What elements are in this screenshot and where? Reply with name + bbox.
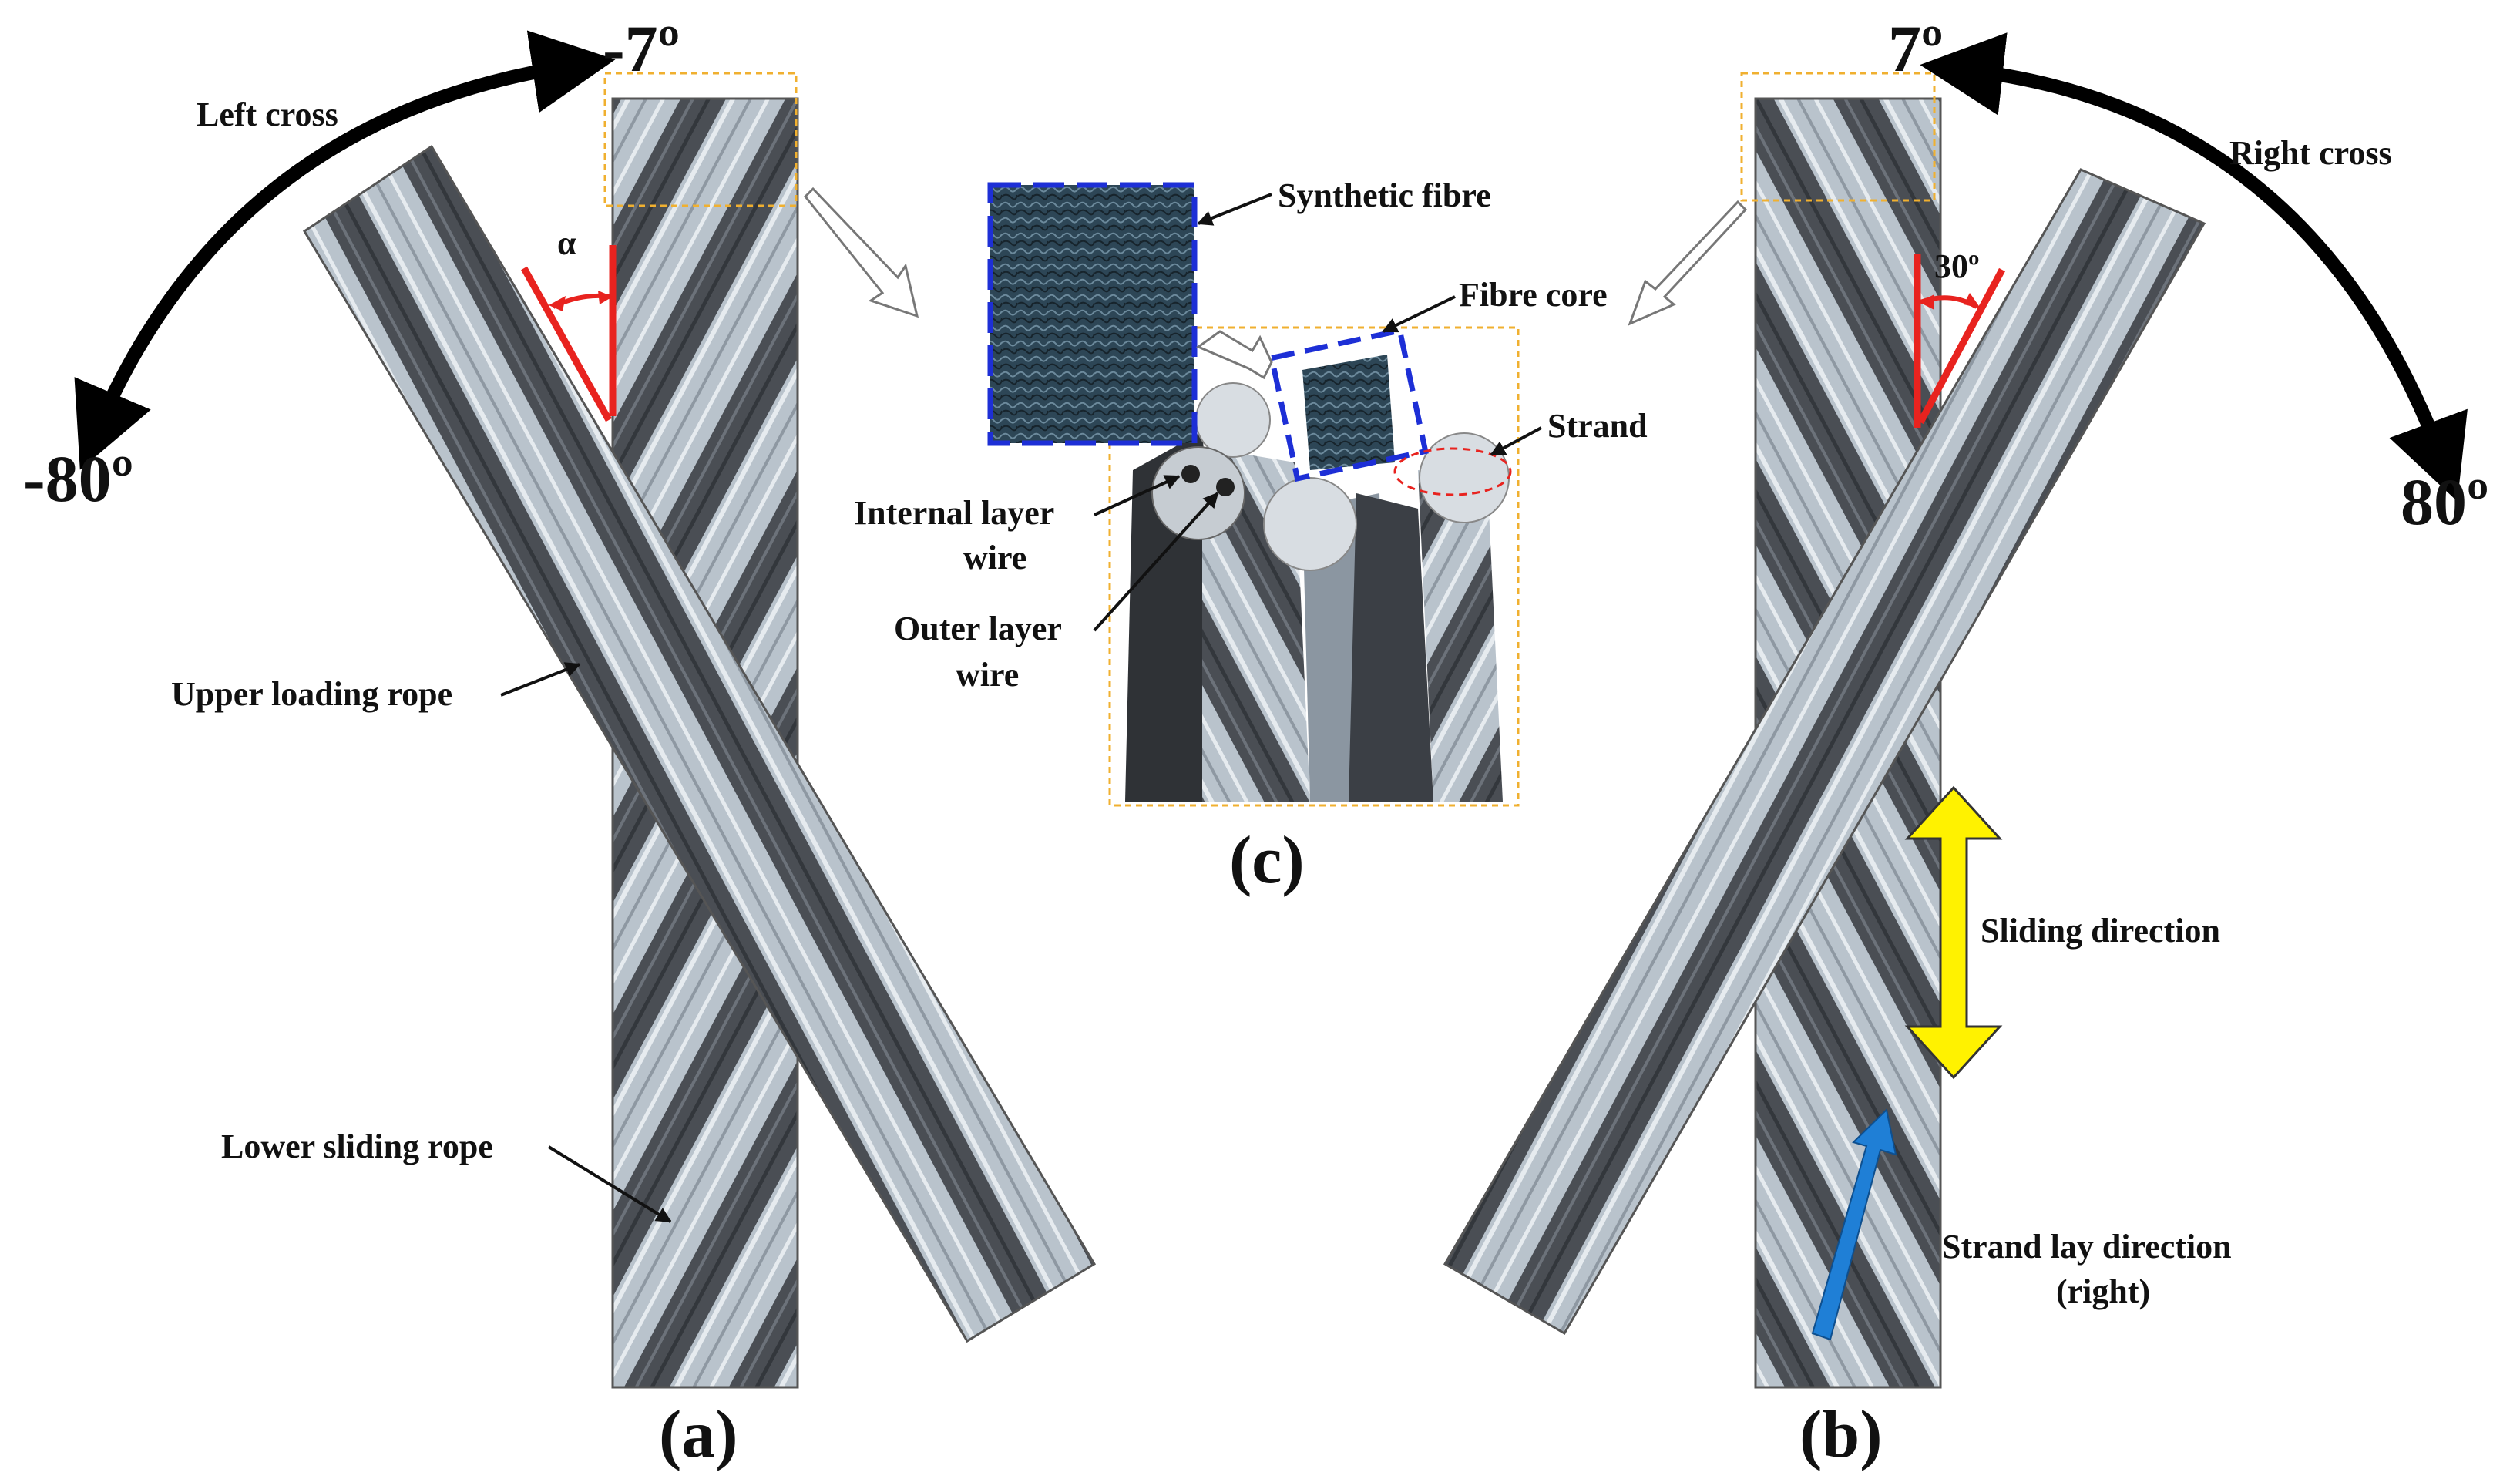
core-to-photo-arrow xyxy=(1195,330,1273,380)
outer-layer-leader xyxy=(1093,492,1219,632)
angle-left-a: -80º xyxy=(23,442,133,516)
internal-layer-wire-label: wire xyxy=(963,539,1026,576)
outer-layer-wire-label: wire xyxy=(956,656,1019,694)
zoom-arrow-b xyxy=(1628,200,1748,326)
fibre-core-box xyxy=(1268,327,1429,482)
rope-cross-section-frame xyxy=(1108,326,1520,807)
fibre-core-label: Fibre core xyxy=(1459,276,1608,314)
synthetic-fibre-box xyxy=(987,182,1198,446)
synthetic-fibre-label: Synthetic fibre xyxy=(1278,176,1491,214)
internal-layer-label: Internal layer xyxy=(854,494,1054,532)
lay-direction-label: Strand lay direction xyxy=(1942,1228,2232,1266)
sliding-direction-label: Sliding direction xyxy=(1981,912,2220,950)
strand-label: Strand xyxy=(1547,407,1648,445)
lower-rope-label: Lower sliding rope xyxy=(221,1128,493,1165)
fibre-core-block xyxy=(1302,355,1395,470)
zoom-arrow-a xyxy=(803,187,919,318)
sliding-direction-arrow xyxy=(1904,785,2003,1080)
panel-a: α -7º -80º Left cross Upper loading rope… xyxy=(23,12,1097,1472)
angle-30-label: 30º xyxy=(1934,247,1980,285)
strand-ends xyxy=(1151,382,1510,571)
synthetic-fibre-leader xyxy=(1197,193,1272,226)
right-cross-curved-arrow xyxy=(1920,32,2468,502)
left-cross-label: Left cross xyxy=(197,96,338,133)
panel-b-label: (b) xyxy=(1799,1397,1883,1472)
panel-a-label: (a) xyxy=(659,1397,738,1472)
panel-b: 30º 7º 80º Right cross Sliding direction… xyxy=(1443,12,2488,1472)
right-cross-label: Right cross xyxy=(2229,134,2392,172)
lower-rope-leader xyxy=(547,1145,672,1223)
rope-cross-section xyxy=(1125,355,1510,802)
angle-right-b: 80º xyxy=(2401,465,2488,539)
strand-leader xyxy=(1490,426,1542,456)
strand-lay-arrow xyxy=(1811,1108,1897,1341)
panel-c: Synthetic fibre Fibre core Strand Intern… xyxy=(854,176,1648,898)
lay-direction-sub-label: (right) xyxy=(2056,1272,2150,1310)
left-cross-curved-arrow xyxy=(74,30,616,470)
angle-top-b: 7º xyxy=(1888,12,1943,86)
synthetic-fibre-photo xyxy=(990,185,1194,443)
upper-rope-leader xyxy=(500,662,581,697)
fibre-core-leader xyxy=(1382,295,1456,333)
outer-layer-label: Outer layer xyxy=(894,610,1062,647)
strand-highlight xyxy=(1393,447,1512,496)
alpha-label: α xyxy=(557,224,576,262)
internal-layer-leader xyxy=(1094,475,1181,516)
upper-rope-label: Upper loading rope xyxy=(171,675,452,713)
angle-top-a: -7º xyxy=(603,12,680,86)
panel-c-label: (c) xyxy=(1229,823,1305,898)
zoom-box-b xyxy=(1740,72,1936,202)
